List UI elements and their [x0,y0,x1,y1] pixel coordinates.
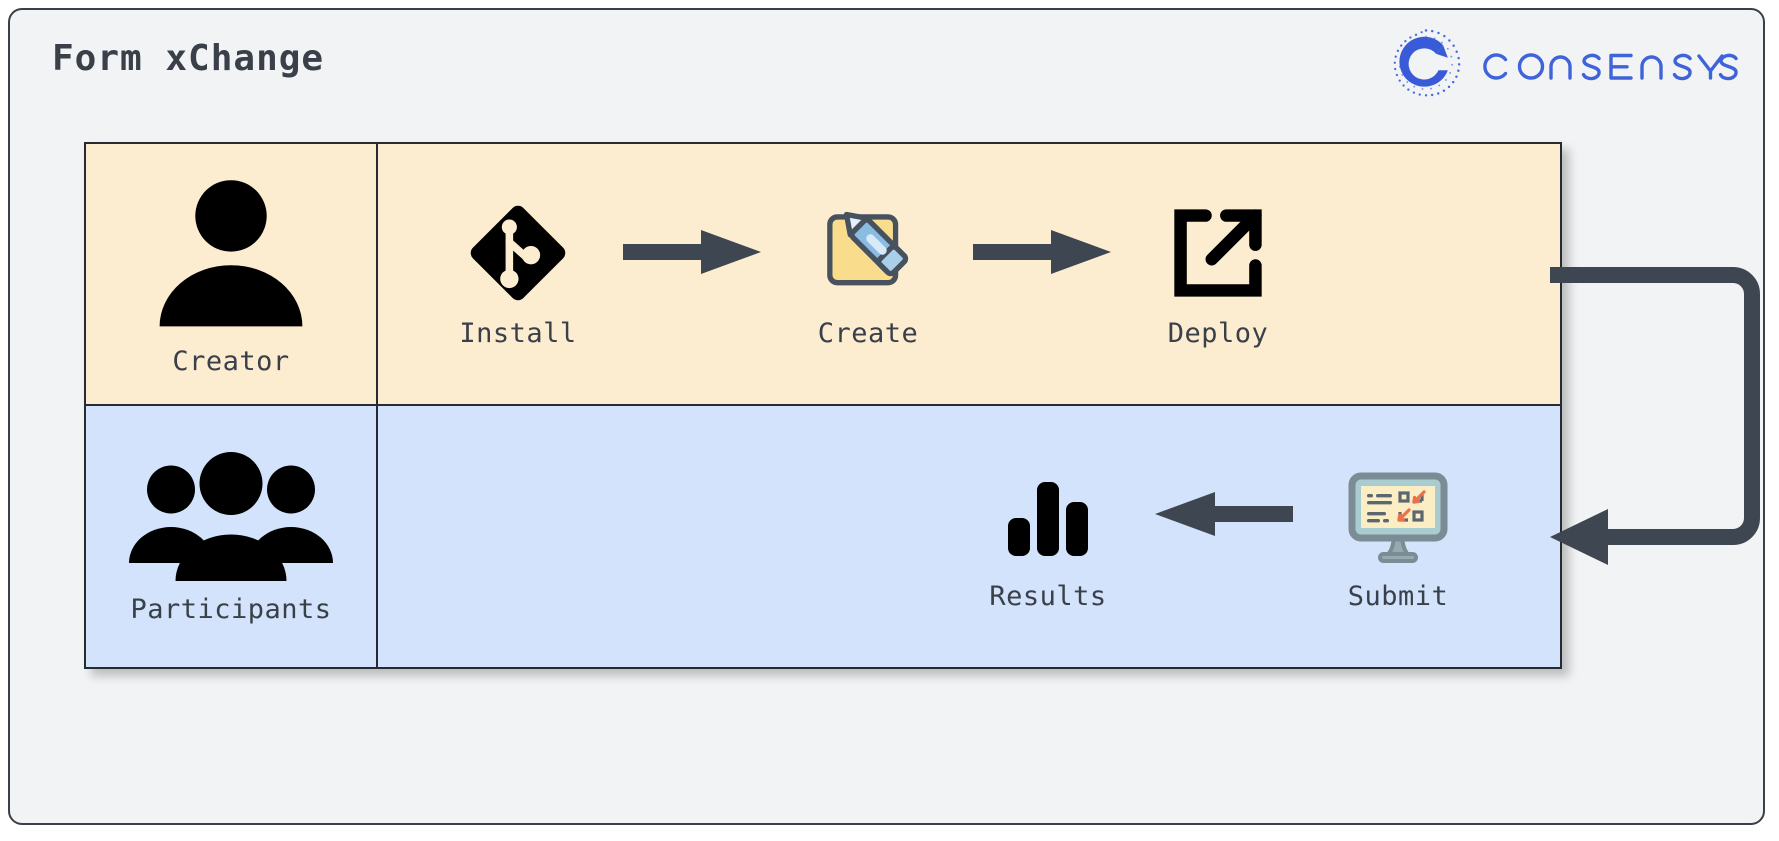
arrow-right-icon [623,229,761,274]
step-label-create: Create [817,318,919,350]
arrow-right-icon [973,229,1111,274]
consensys-wordmark [1483,53,1738,81]
external-link-icon [1174,209,1262,297]
step-submit[interactable]: Submit [1298,461,1498,612]
bar-chart-icon [1008,481,1088,556]
actor-label-creator: Creator [172,346,290,378]
step-install[interactable]: Install [418,198,618,349]
desktop-form-icon [1348,472,1448,563]
git-icon [470,205,566,301]
group-people-icon [129,451,333,581]
arrow-submit-to-results [1148,486,1298,542]
arrow-install-to-create [618,224,768,280]
step-create[interactable]: Create [768,198,968,349]
actor-cell-participants: Participants [86,405,378,667]
actor-cell-creator: Creator [86,144,378,406]
memo-pencil-icon [827,212,909,286]
arrow-left-icon [1155,492,1293,537]
feedback-loop-arrow [1550,267,1760,565]
step-deploy[interactable]: Deploy [1118,198,1318,349]
arrow-create-to-deploy [968,224,1118,280]
actor-label-participants: Participants [130,593,332,625]
step-label-deploy: Deploy [1167,318,1269,350]
consensys-logo-mark [1393,29,1461,97]
steps-cell-participants: Results [378,405,1560,667]
app-frame: Form xChange [8,8,1765,825]
step-label-install: Install [459,318,577,350]
single-person-icon [159,180,303,327]
step-label-submit: Submit [1347,580,1449,612]
step-label-results: Results [989,580,1107,612]
header: Form xChange [10,10,1763,120]
step-results[interactable]: Results [948,461,1148,612]
steps-cell-creator: Install [378,144,1560,406]
consensys-logo [1387,22,1739,106]
flow-matrix: Creator [84,142,1562,669]
page-title: Form xChange [52,38,325,79]
